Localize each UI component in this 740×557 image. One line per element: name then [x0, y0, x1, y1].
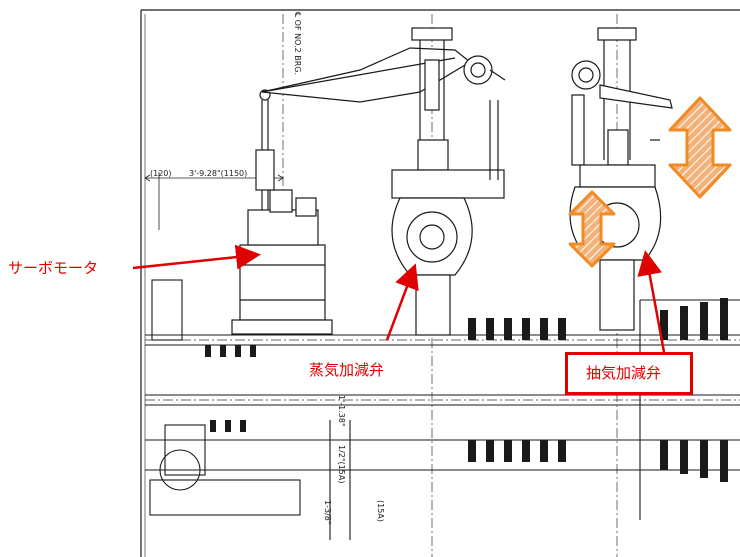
centerline-reference-label: ℄ OF NO.2 BRG.: [293, 12, 302, 76]
drawing-frame: [140, 9, 740, 557]
dimension-label-left-4: (15A): [376, 500, 385, 522]
turbine-blades: [205, 298, 728, 482]
movement-arrow-small: [568, 190, 616, 268]
dimension-label-main: 3'-9.28"(1150): [189, 169, 248, 178]
turbine-casing: [145, 279, 740, 540]
callout-arrows: [132, 244, 666, 353]
movement-arrow-large: [668, 96, 732, 199]
linkage-lever: [261, 47, 506, 103]
steam-control-valve: [391, 27, 505, 336]
dimension-label-left-2: 1/2"(15A): [337, 445, 346, 484]
extraction-control-valve-callout-box: [565, 352, 693, 395]
extraction-control-valve-callout: 抽気加減弁: [586, 364, 662, 382]
servo-motor-callout: サーボモータ: [8, 259, 99, 277]
dimension-label-left-1: 1'-1.38": [337, 395, 346, 427]
dimension-label-left-3: 1-3/8": [323, 500, 332, 525]
steam-control-valve-callout: 蒸気加減弁: [307, 361, 387, 379]
dimension-label-120: (120): [150, 169, 172, 178]
extraction-control-valve: [569, 27, 673, 331]
servo-motor-body: [231, 89, 333, 335]
